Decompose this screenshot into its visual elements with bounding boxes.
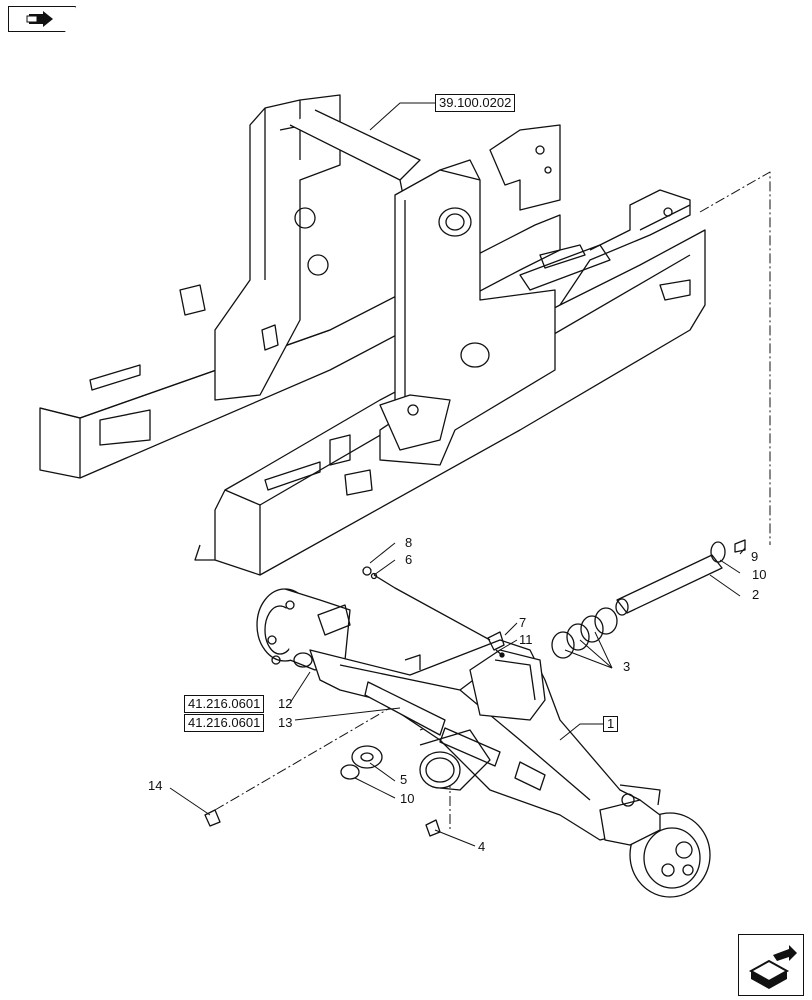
prev-page-button[interactable] [8, 6, 76, 32]
callout-2: 2 [752, 587, 760, 602]
callout-10-upper: 10 [752, 567, 767, 582]
callout-10-lower: 10 [400, 791, 415, 806]
callout-4: 4 [478, 839, 486, 854]
callout-13: 13 [278, 715, 293, 730]
callout-11: 11 [519, 632, 533, 647]
next-page-button[interactable] [738, 934, 804, 996]
bolt-9 [734, 539, 746, 553]
callout-14: 14 [148, 778, 163, 793]
callout-9: 9 [751, 549, 759, 564]
callout-8: 8 [405, 535, 413, 550]
chassis-frame [39, 94, 706, 576]
callout-5: 5 [400, 772, 408, 787]
callout-leaders [169, 102, 746, 847]
callout-1: 1 [603, 716, 619, 732]
callout-12: 12 [278, 696, 293, 711]
axle-assembly [256, 588, 711, 898]
callout-6: 6 [405, 552, 413, 567]
callout-3: 3 [623, 659, 631, 674]
next-page-icon [748, 945, 797, 989]
pin-part [616, 554, 723, 614]
reference-label-12[interactable]: 41.216.0601 [184, 695, 265, 713]
callout-7: 7 [519, 615, 527, 630]
frame-reference-label[interactable]: 39.100.0202 [435, 94, 516, 112]
reference-label-13[interactable]: 41.216.0601 [184, 714, 265, 732]
ring-10-upper [710, 541, 726, 563]
prev-page-icon [26, 11, 53, 27]
